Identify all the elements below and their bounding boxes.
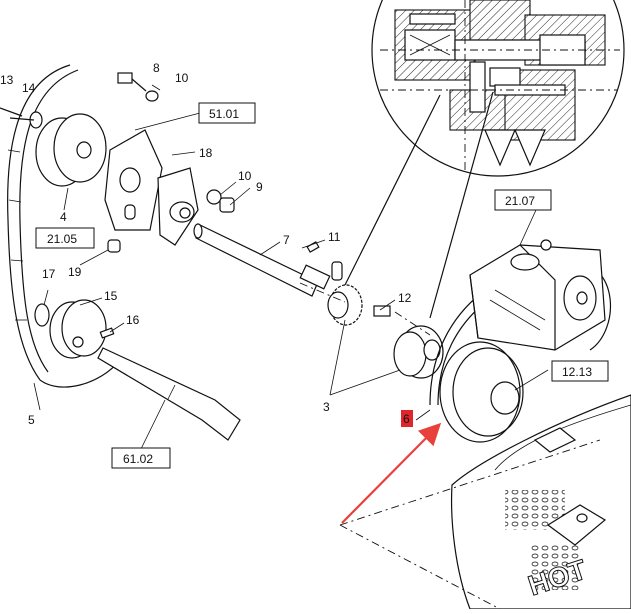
upper-pulley (0, 107, 107, 187)
leader-lines (33, 84, 549, 452)
lower-pulley (34, 299, 115, 359)
svg-text:21.07: 21.07 (505, 194, 535, 208)
highlight-arrow (341, 422, 442, 524)
callout-numbers: 13 14 8 10 18 10 9 4 7 11 17 19 15 16 5 … (0, 61, 412, 427)
svg-text:12.13: 12.13 (562, 365, 592, 379)
engine-housing: HOT (450, 394, 631, 610)
callout-4: 4 (60, 210, 67, 224)
callout-8: 8 (153, 61, 160, 75)
shaft (193, 223, 331, 297)
reference-boxes: 51.01 21.05 21.07 12.13 61.02 (35, 102, 609, 469)
callout-5: 5 (28, 413, 35, 427)
svg-text:51.01: 51.01 (209, 107, 239, 121)
pulley-bracket (104, 129, 199, 246)
callout-9: 9 (256, 180, 263, 194)
center-lines (299, 282, 601, 610)
tapered-shaft (97, 347, 241, 441)
ref-box-12-13: 12.13 (551, 360, 609, 382)
ref-box-61-02: 61.02 (111, 447, 171, 469)
callout-10-lower: 10 (238, 169, 252, 183)
callout-15: 15 (104, 289, 118, 303)
callout-16: 16 (126, 313, 140, 327)
small-hardware (107, 72, 235, 253)
callout-6-highlight: 6 (401, 410, 413, 427)
ref-box-21-07: 21.07 (494, 189, 552, 211)
callout-13: 13 (0, 73, 14, 87)
callout-10: 10 (175, 71, 189, 85)
ref-box-51-01: 51.01 (198, 102, 256, 124)
svg-text:61.02: 61.02 (123, 452, 153, 466)
callout-14: 14 (22, 81, 36, 95)
svg-text:21.05: 21.05 (47, 232, 77, 246)
callout-12: 12 (398, 291, 412, 305)
callout-7: 7 (283, 233, 290, 247)
gear-assembly (327, 261, 444, 379)
callout-19: 19 (68, 265, 82, 279)
callout-3: 3 (323, 400, 330, 414)
callout-11: 11 (328, 230, 341, 244)
ref-box-21-05: 21.05 (35, 227, 95, 249)
callout-17: 17 (42, 267, 56, 281)
gearbox (469, 239, 606, 351)
callout-18: 18 (199, 146, 213, 160)
callout-6: 6 (403, 412, 410, 426)
section-detail-view (344, 0, 625, 319)
